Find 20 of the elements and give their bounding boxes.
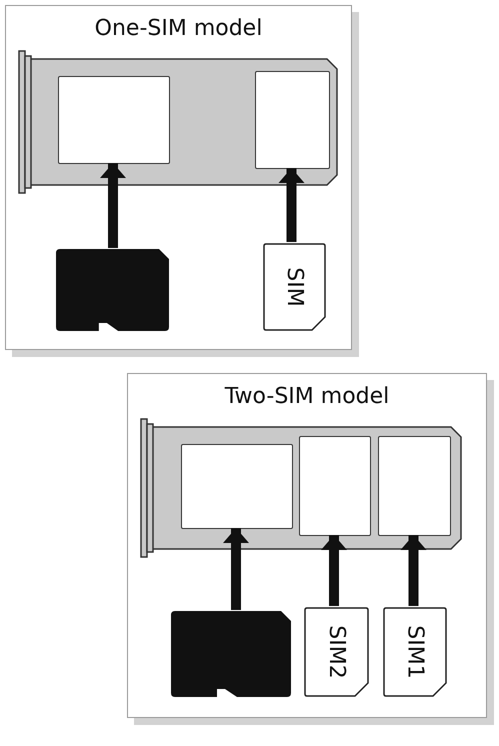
sim-card-label: SIM1 <box>402 625 428 679</box>
sim-card <box>304 607 369 697</box>
panel-heading: One-SIM model <box>94 16 264 41</box>
card-slot <box>378 436 451 536</box>
sim-card <box>383 607 447 697</box>
insert-arrow <box>278 168 304 242</box>
memory-card <box>56 249 169 331</box>
insert-arrow <box>400 535 426 606</box>
card-slot <box>58 76 170 164</box>
panel-heading: Two-SIM model <box>224 384 390 409</box>
card-slot <box>181 444 293 529</box>
insert-arrow <box>223 528 249 610</box>
card-slot <box>255 71 330 169</box>
sim-card-label: SIM <box>282 267 307 307</box>
memory-card <box>171 611 291 697</box>
insert-arrow <box>100 163 126 248</box>
sim-card <box>263 243 326 331</box>
card-slot <box>299 436 371 536</box>
sim-card-label: SIM2 <box>324 625 349 679</box>
insert-arrow <box>321 535 347 606</box>
